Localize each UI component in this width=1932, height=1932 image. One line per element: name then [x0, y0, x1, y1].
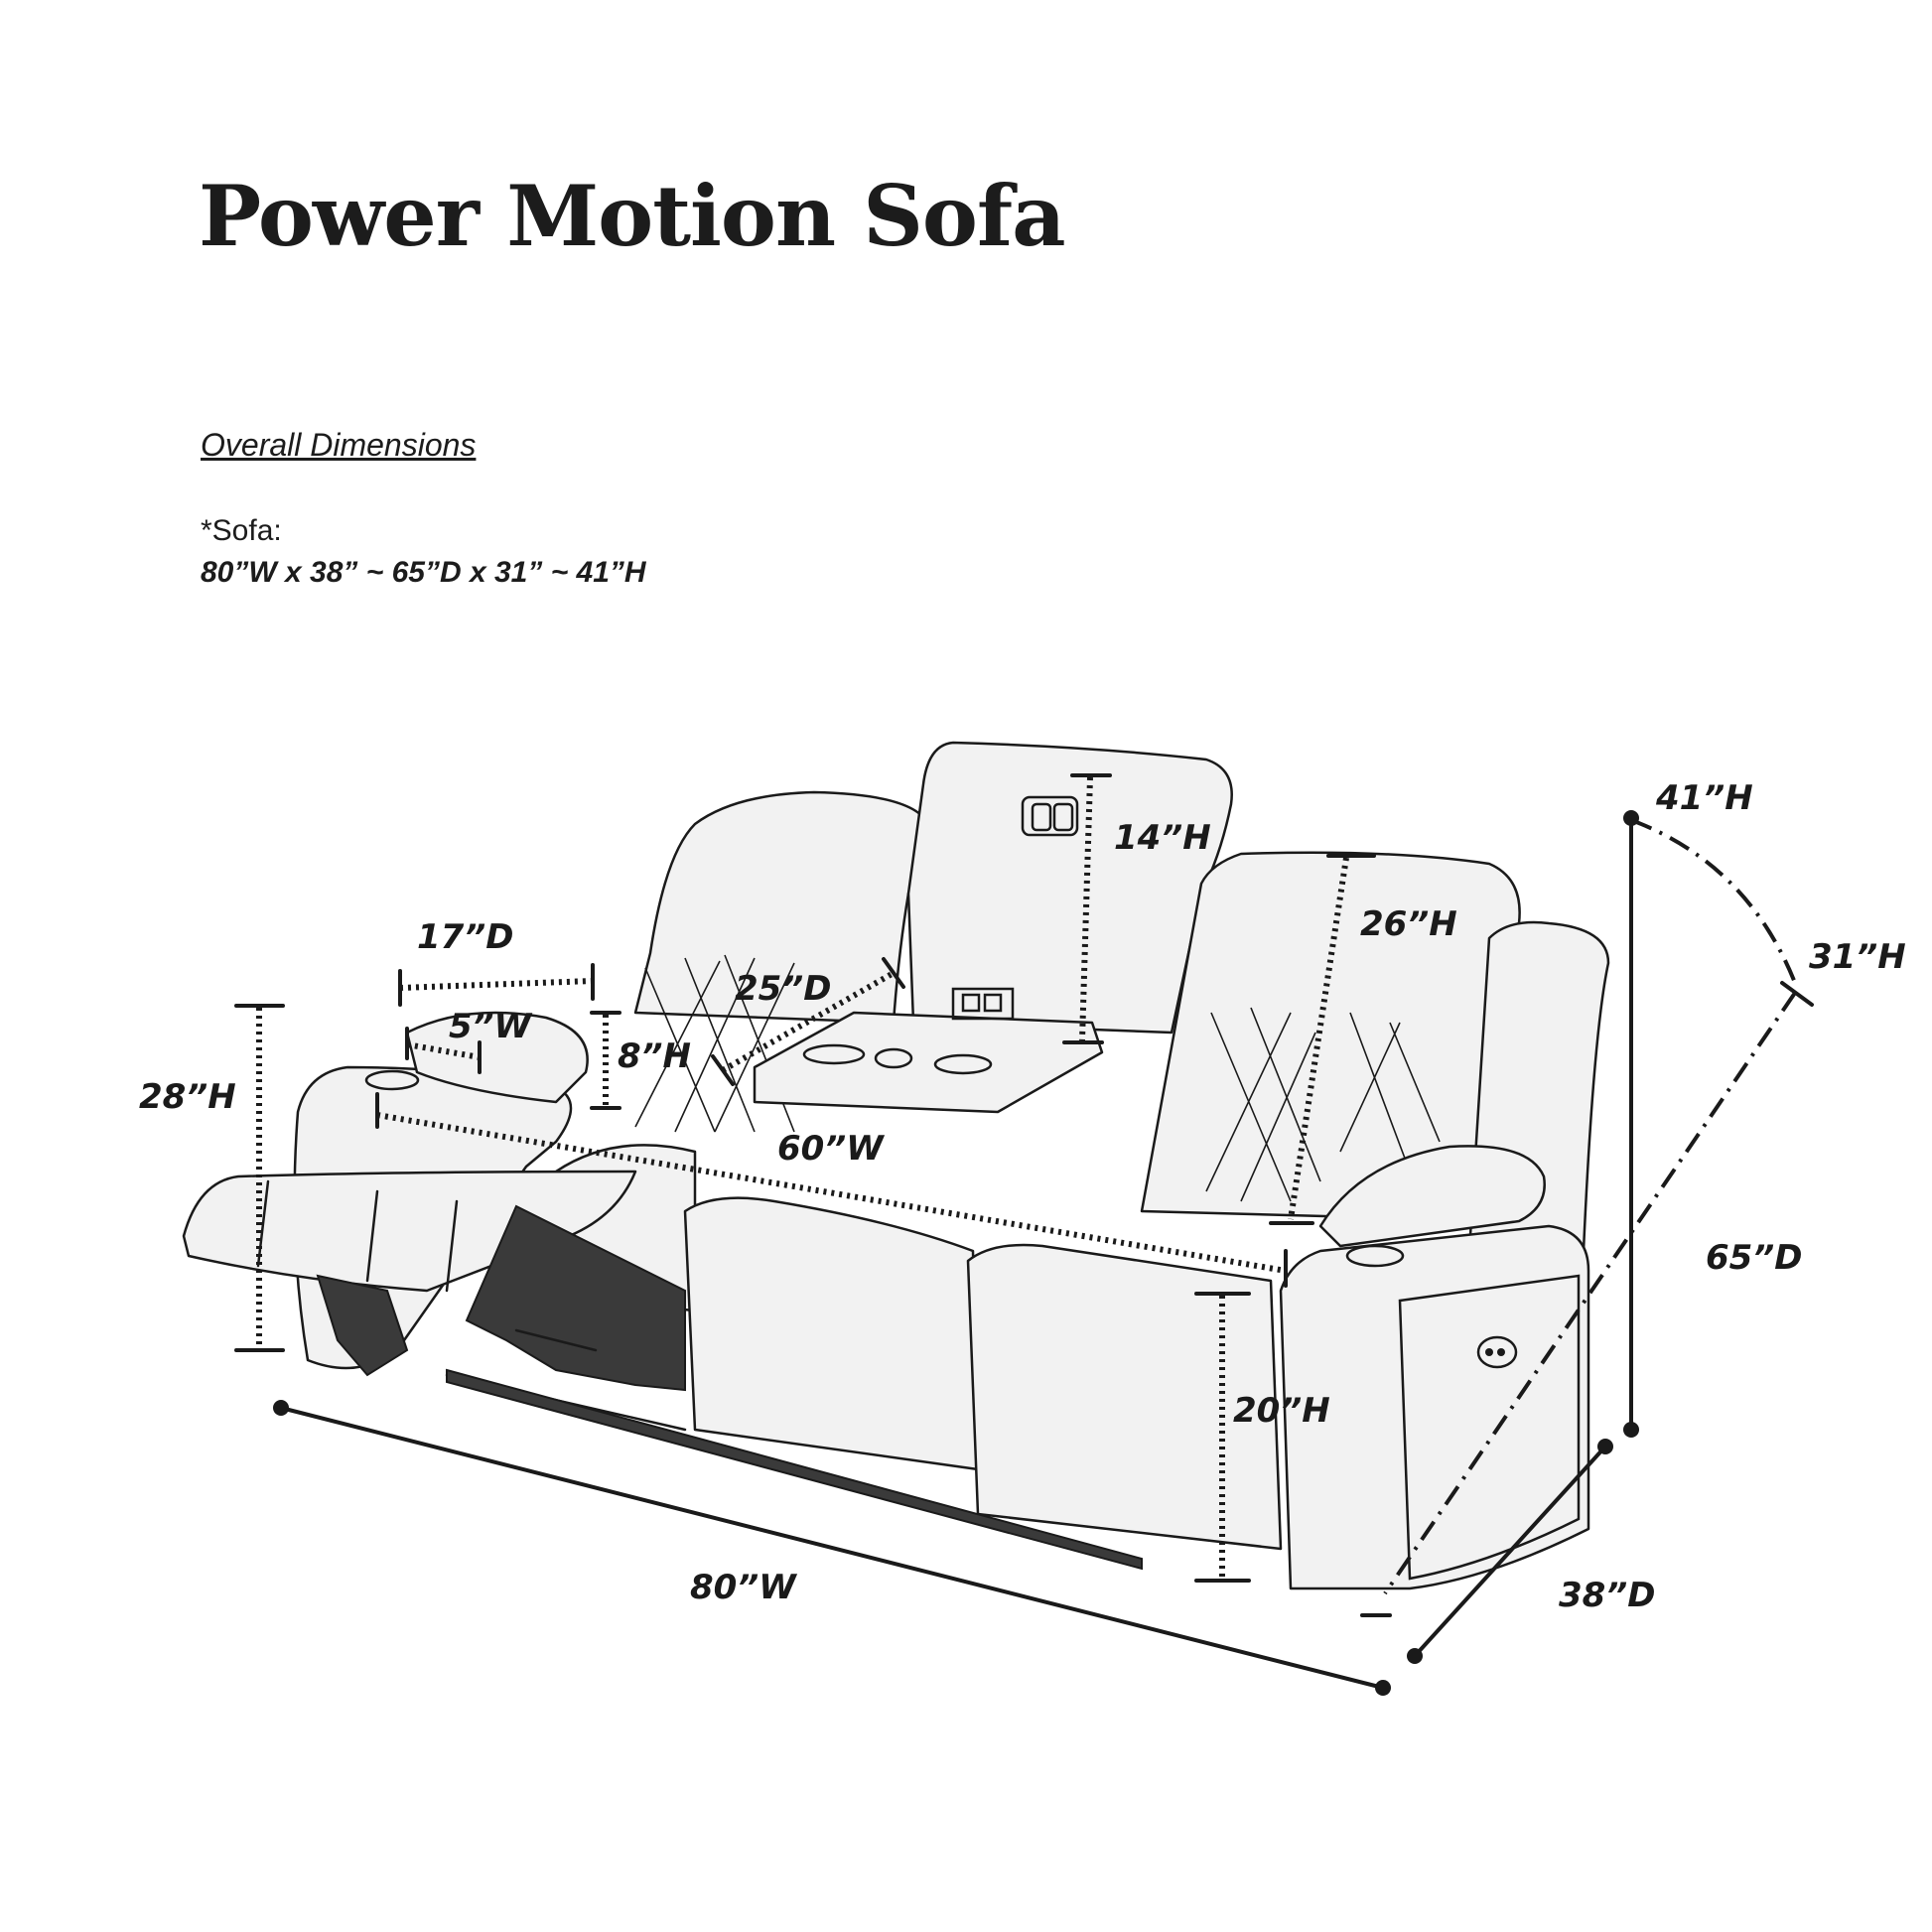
control-button: [1031, 802, 1052, 832]
recliner-mechanism: [445, 1204, 1143, 1571]
control-button: [1052, 802, 1074, 832]
console-depth-line: [721, 970, 896, 1073]
label-cupholder-width: 5”W: [449, 1007, 533, 1046]
console-tray: [753, 1011, 1104, 1114]
label-back-height: 26”H: [1360, 904, 1457, 944]
right-arm-panel: [1398, 1274, 1581, 1581]
dimension-lines: [234, 773, 1814, 1696]
sofa-drawing: [182, 741, 1610, 1590]
label-arm-depth: 17”D: [417, 917, 513, 957]
label-seat-width: 60”W: [777, 1129, 885, 1169]
console-depth-cap: [711, 1054, 735, 1086]
cupholder: [802, 1043, 866, 1065]
cupholder: [874, 1047, 913, 1069]
control-buttons-panel: [1021, 795, 1079, 837]
recline-arc: [1630, 818, 1797, 984]
width-endpoint: [273, 1400, 289, 1416]
center-headrest: [906, 741, 1233, 1035]
label-overall-depth: 38”D: [1559, 1576, 1655, 1615]
depth-endpoint: [1597, 1439, 1613, 1454]
footrest-seam: [256, 1179, 459, 1293]
left-armrest-pad: [405, 1011, 589, 1104]
middle-seat-cushion: [683, 1196, 980, 1471]
label-extended-depth: 65”D: [1706, 1238, 1802, 1278]
console-depth-cap: [882, 957, 905, 989]
overall-width-line: [280, 1406, 1384, 1690]
overall-depth-line: [1413, 1445, 1607, 1658]
power-button-icon: [1476, 1335, 1518, 1369]
left-backrest: [633, 790, 932, 1025]
depth-endpoint: [1407, 1648, 1423, 1664]
right-arm: [1279, 1224, 1590, 1590]
section-heading: Overall Dimensions: [201, 427, 477, 463]
height-endpoint: [1623, 1422, 1639, 1438]
left-stitching: [634, 954, 795, 1133]
footrest-support: [316, 1274, 409, 1377]
label-arm-pad-height: 8”H: [618, 1036, 691, 1076]
label-seat-height: 20”H: [1233, 1391, 1330, 1431]
spec-value: 80”W x 38” ~ 65”D x 31” ~ 41”H: [201, 556, 646, 589]
page-title: Power Motion Sofa: [199, 167, 1066, 265]
power-button-dot: [1497, 1348, 1505, 1356]
cupholder: [933, 1053, 993, 1075]
power-button-dot: [1485, 1348, 1493, 1356]
label-min-height: 31”H: [1809, 937, 1906, 977]
usb-outlet: [951, 987, 1015, 1021]
right-cupholder: [1345, 1244, 1405, 1268]
extended-depth-line: [1383, 991, 1797, 1595]
label-console-depth: 25”D: [735, 969, 831, 1009]
right-stitching: [1205, 1007, 1441, 1202]
label-overall-width: 80”W: [690, 1568, 797, 1607]
label-arm-height: 28”H: [139, 1077, 236, 1117]
label-max-height: 41”H: [1655, 778, 1753, 818]
spec-label: *Sofa:: [201, 514, 282, 547]
usb-port: [961, 993, 981, 1013]
right-armrest-pad: [1318, 1145, 1546, 1248]
seat-width-line: [376, 1112, 1287, 1274]
left-cupholder: [364, 1069, 420, 1091]
width-endpoint: [1375, 1680, 1391, 1696]
dimension-labels: 80”W 38”D 65”D 41”H 31”H 28”H 17”D 5”W 8…: [139, 778, 1906, 1615]
extended-depth-cap: [1780, 981, 1814, 1007]
back-height-line: [1288, 857, 1349, 1220]
label-headrest-height: 14”H: [1114, 818, 1211, 858]
usb-port: [983, 993, 1003, 1013]
right-seat-cushion: [966, 1243, 1283, 1551]
arm-depth-line: [399, 978, 594, 991]
